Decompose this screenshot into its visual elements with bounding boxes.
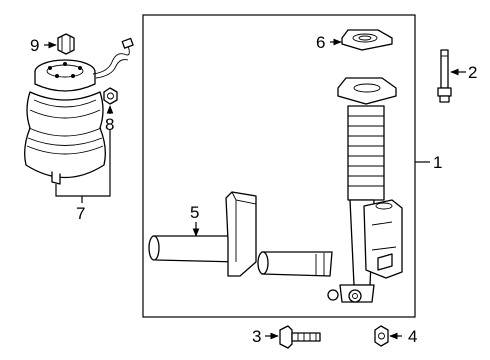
callout-4: 4	[408, 327, 417, 346]
air-spring-part	[24, 37, 134, 185]
callout-6: 6	[316, 33, 325, 52]
leader-7	[55, 130, 111, 197]
callout-7: 7	[76, 204, 85, 223]
strut-part	[327, 77, 403, 303]
callout-2: 2	[468, 63, 477, 82]
callout-1: 1	[433, 153, 442, 172]
long-bolt-part	[437, 49, 452, 103]
callout-8: 8	[105, 115, 114, 134]
upper-mount-part	[341, 29, 393, 51]
nut-part	[103, 87, 118, 105]
rod-part	[148, 191, 333, 277]
assembly-frame	[142, 14, 416, 318]
bolt-part	[279, 325, 321, 349]
callout-3: 3	[252, 327, 261, 346]
clip-part	[57, 33, 75, 55]
callout-9: 9	[30, 36, 39, 55]
flange-nut-part	[374, 325, 389, 347]
callout-5: 5	[190, 203, 199, 222]
